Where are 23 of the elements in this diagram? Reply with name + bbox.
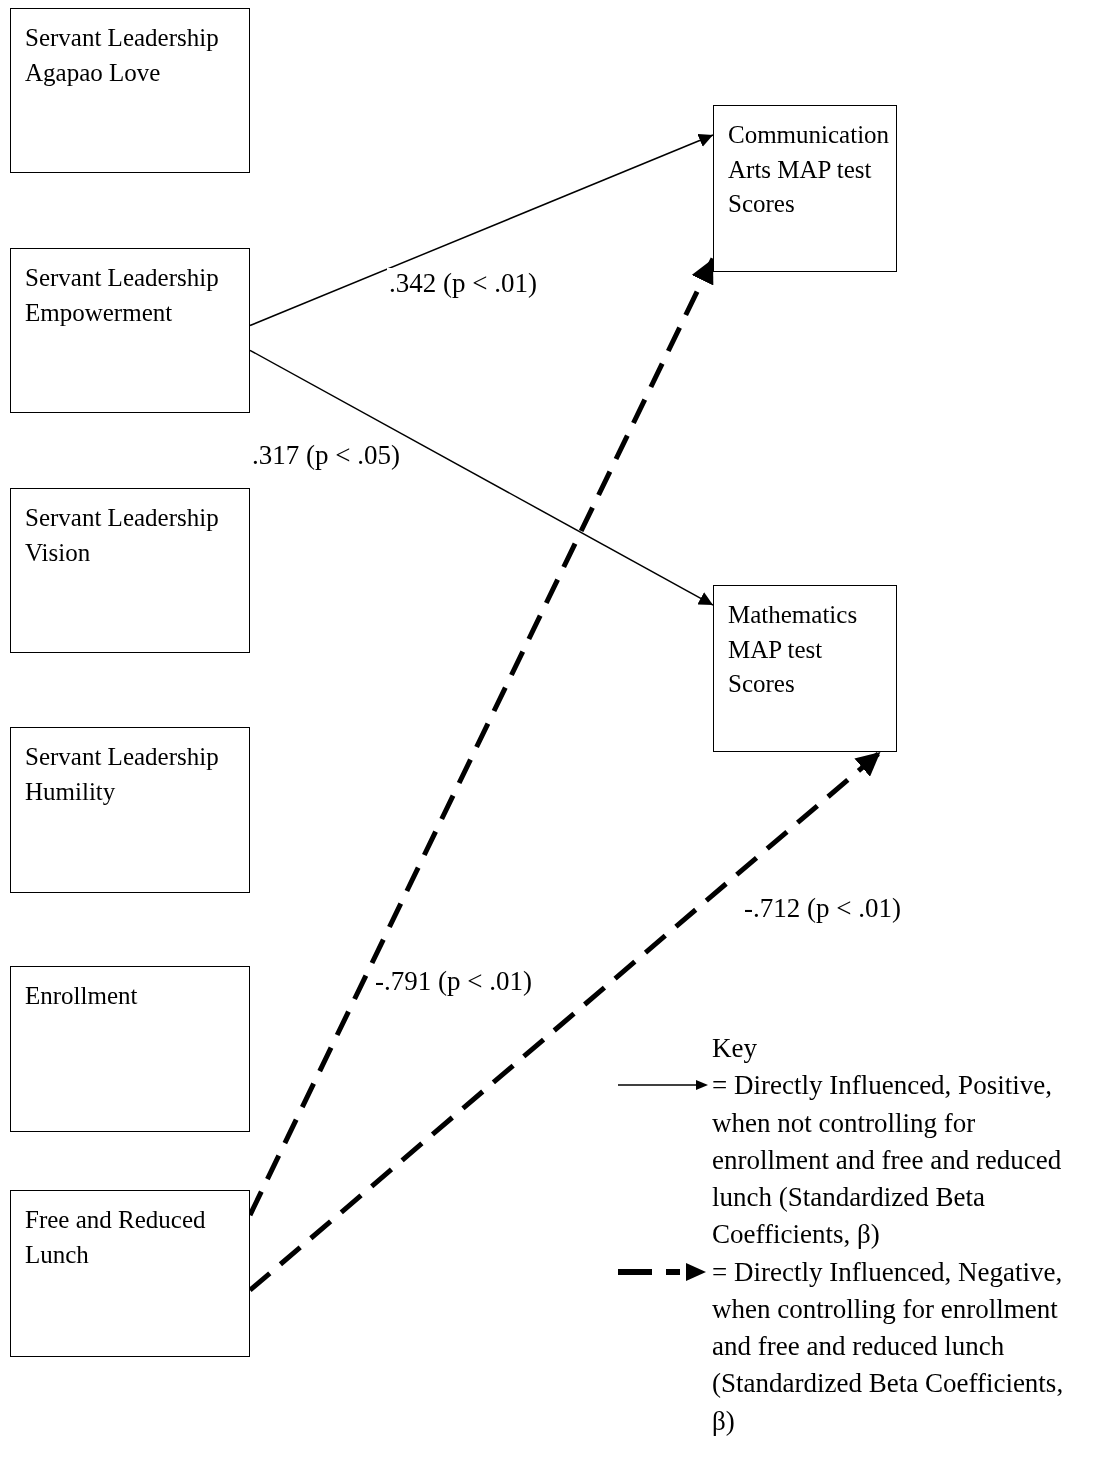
variable-box xyxy=(10,488,250,653)
variable-box xyxy=(10,727,250,893)
variable-box xyxy=(713,585,897,752)
variable-box xyxy=(713,105,897,272)
arrow xyxy=(249,133,714,327)
variable-box xyxy=(10,1190,250,1357)
node-label: Mathematics MAP test Scores xyxy=(728,600,859,699)
variable-box xyxy=(10,8,250,173)
node-label: Servant Leadership Agapao Love xyxy=(25,23,220,88)
node-label: Free and Reduced Lunch xyxy=(25,1205,207,1270)
node-label: Servant Leadership Empowerment xyxy=(25,263,220,328)
edge-label: .342 (p < .01) xyxy=(387,268,539,299)
variable-box xyxy=(10,966,250,1132)
variable-box xyxy=(10,248,250,413)
node-label: Servant Leadership Humility xyxy=(25,742,220,807)
arrow xyxy=(249,349,714,606)
legend-text: = Directly Influenced, Positive, when not controlling for enrollment and free and reduced lunch (Standardized Beta Coefficients, β) xyxy=(712,1070,1062,1250)
node-label: Enrollment xyxy=(25,981,139,1011)
legend-title: Key xyxy=(712,1032,757,1065)
node-label: Communication Arts MAP test Scores xyxy=(728,120,891,219)
dashed-arrow xyxy=(248,750,883,1293)
legend-text: = Directly Influenced, Negative, when controlling for enrollment and free and reduced lunch (Standardized Beta Coefficients, β) xyxy=(712,1256,1064,1436)
node-label: Servant Leadership Vision xyxy=(25,503,220,568)
